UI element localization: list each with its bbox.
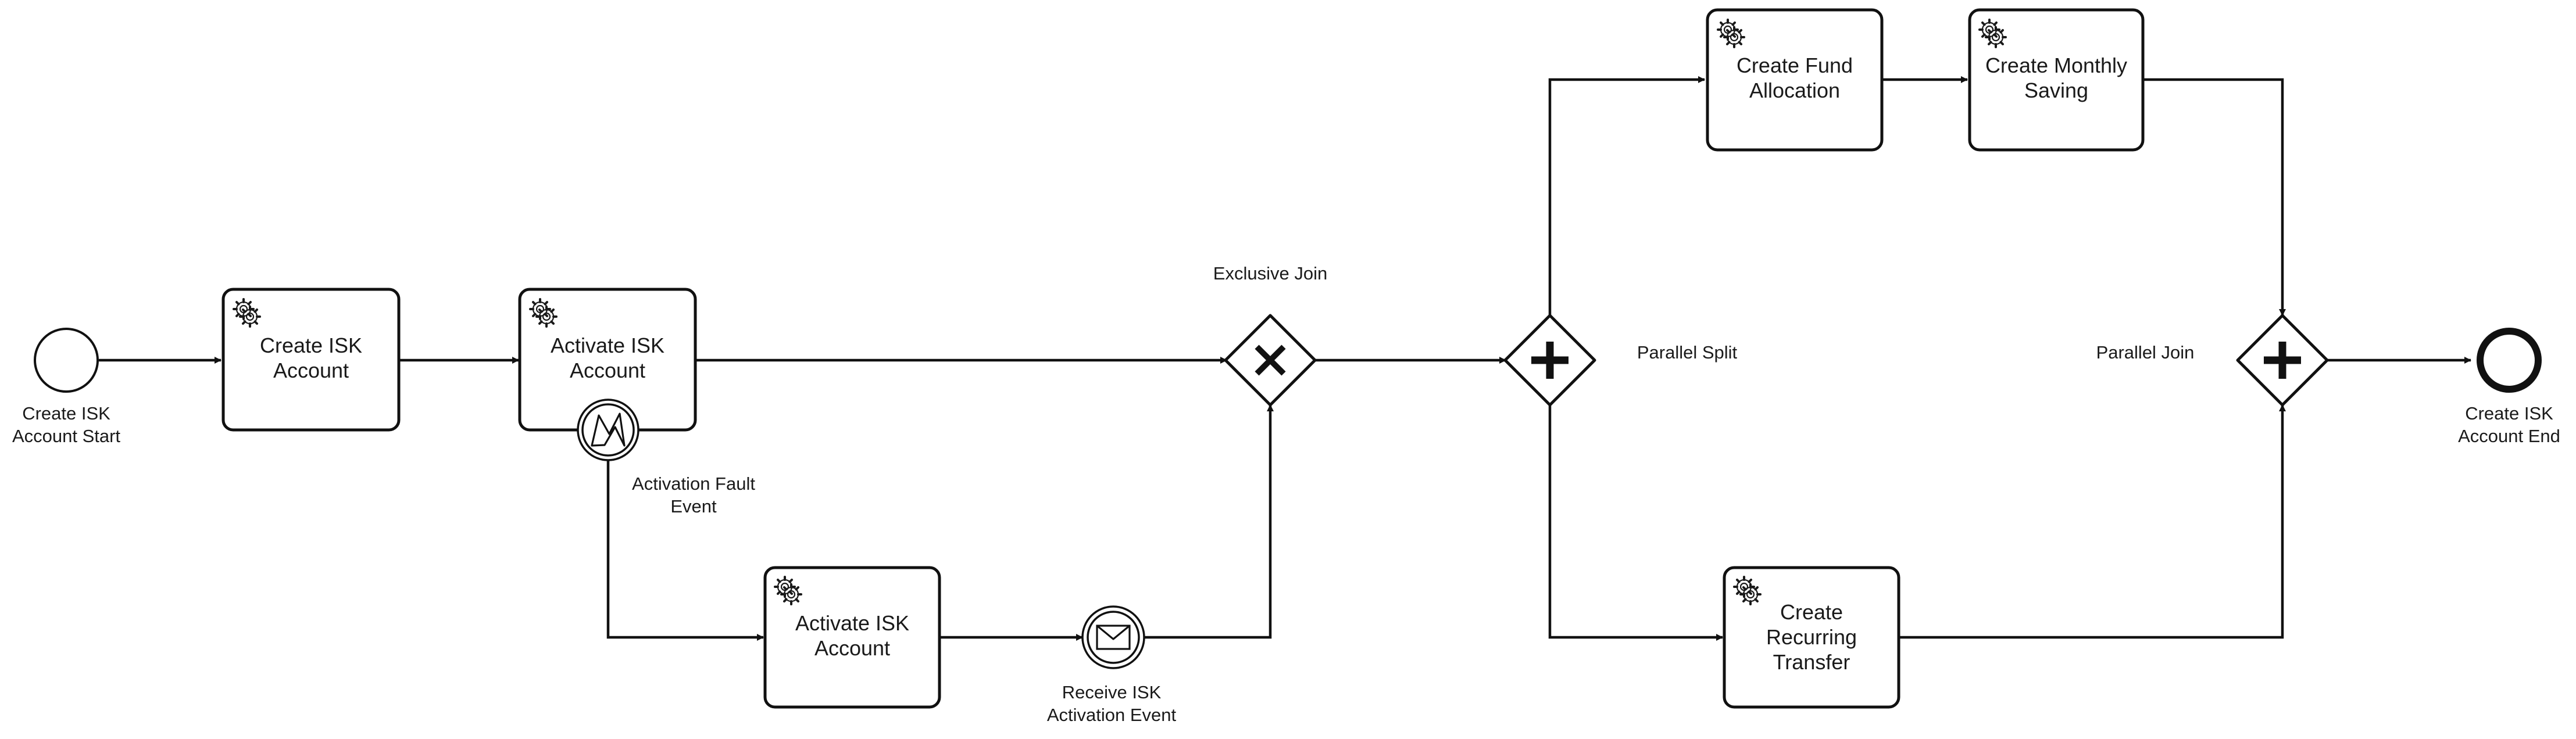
label-line: Account: [814, 636, 890, 660]
sequence-flows: [99, 76, 2471, 641]
message-catch-event[interactable]: Receive ISK Activation Event: [1047, 605, 1177, 725]
label-line: Account: [273, 358, 349, 382]
label-line: Parallel Join: [2096, 342, 2195, 363]
flow-monthly-saving-to-parallel-join[interactable]: [2143, 78, 2286, 316]
label-line: Account End: [2458, 426, 2560, 446]
x-icon: [1255, 345, 1286, 376]
plus-icon: [1531, 342, 1569, 379]
label-line: Recurring: [1766, 625, 1857, 649]
label-line: Activation Fault: [632, 473, 755, 494]
plus-icon: [2264, 342, 2301, 379]
parallel-split-gateway[interactable]: Parallel Split: [1503, 314, 1738, 407]
label-line: Receive ISK: [1062, 682, 1162, 702]
flow-message-event-to-exclusive-join[interactable]: [1144, 404, 1274, 639]
error-icon: [591, 412, 626, 447]
flow-recurring-transfer-to-parallel-join[interactable]: [1899, 404, 2286, 639]
label-line: Account: [570, 358, 645, 382]
label-line: Create ISK: [22, 403, 110, 424]
label-line: Create: [1780, 600, 1843, 624]
label-line: Allocation: [1749, 78, 1840, 102]
exclusive-gateway[interactable]: Exclusive Join: [1213, 263, 1327, 407]
message-event-label: Receive ISK Activation Event: [1047, 682, 1177, 725]
label-line: Create Fund: [1737, 53, 1853, 77]
label-line: Parallel Split: [1637, 342, 1738, 363]
label-line: Account Start: [12, 426, 120, 446]
parallel-join-label: Parallel Join: [2096, 342, 2195, 363]
flow-fault-to-fallback-activate[interactable]: [606, 459, 764, 641]
exclusive-join-label: Exclusive Join: [1213, 263, 1327, 284]
label-line: Activate ISK: [551, 333, 664, 357]
label-line: Saving: [2024, 78, 2088, 102]
parallel-join-gateway[interactable]: Parallel Join: [2096, 314, 2329, 407]
envelope-icon: [1096, 625, 1131, 650]
label-line: Exclusive Join: [1213, 263, 1327, 284]
label-line: Activation Event: [1047, 705, 1177, 725]
flow-parallel-split-to-recurring-transfer[interactable]: [1548, 404, 1723, 641]
label-line: Transfer: [1773, 650, 1850, 674]
label-line: Create ISK: [2465, 403, 2553, 424]
label-line: Create ISK: [260, 333, 362, 357]
parallel-split-label: Parallel Split: [1637, 342, 1738, 363]
label-line: Activate ISK: [795, 611, 909, 635]
label-line: Event: [670, 496, 717, 516]
flow-parallel-split-to-fund-allocation[interactable]: [1548, 76, 1705, 317]
label-line: Create Monthly: [1985, 53, 2127, 77]
